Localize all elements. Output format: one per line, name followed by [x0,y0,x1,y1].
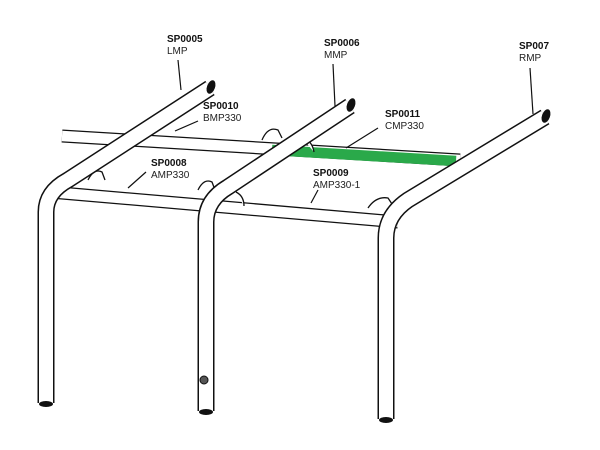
part-name: AMP330-1 [313,180,361,191]
post-right-rmp [377,109,550,419]
part-code: SP0005 [167,34,203,45]
post-left-lmp [37,80,215,403]
part-code: SP0010 [203,101,239,112]
part-name: CMP330 [385,121,424,132]
part-name: AMP330 [151,170,190,181]
part-code: SP0009 [313,168,349,179]
part-code: SP0008 [151,158,187,169]
post-middle-mmp [197,98,355,411]
part-name: BMP330 [203,113,242,124]
leader-lines [127,59,534,204]
bolt-icon [199,375,209,385]
part-name: RMP [519,53,542,64]
part-code: SP0011 [385,109,421,120]
bar-front-amp330 [49,185,399,229]
part-name: MMP [324,50,348,61]
part-code: SP007 [519,41,550,52]
tube-end-icons [39,80,551,423]
bar-cmp330-highlight [271,144,457,167]
part-name: LMP [167,46,188,57]
part-code: SP0006 [324,38,360,49]
